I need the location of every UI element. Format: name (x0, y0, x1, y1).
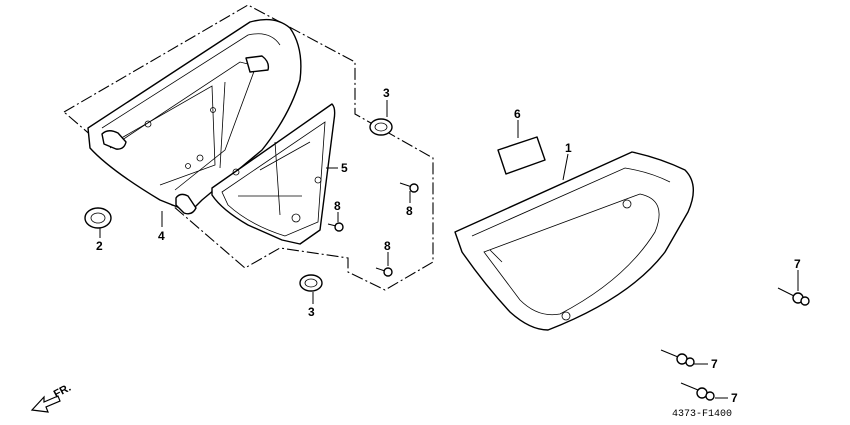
screw-part-8-upper (399, 182, 419, 193)
callout-8-lower: 8 (384, 239, 391, 253)
grommet-part-3-upper (369, 118, 393, 136)
screw-part-8-lower (375, 267, 393, 277)
callout-8-middle: 8 (334, 199, 341, 213)
leader-line-1 (562, 153, 569, 181)
bolt-part-7-right (777, 287, 810, 306)
bolt-part-7-lower (680, 382, 715, 401)
callout-2: 2 (96, 239, 103, 253)
callout-7-right: 7 (794, 257, 801, 271)
front-direction-arrow-icon (30, 395, 61, 413)
grommet-part-2 (84, 207, 112, 229)
callout-3-lower: 3 (308, 305, 315, 319)
callout-8-upper: 8 (406, 204, 413, 218)
left-side-cover-part (87, 18, 302, 215)
grommet-part-3-lower (299, 274, 323, 292)
emblem-part-6 (497, 136, 546, 175)
front-direction-label: FR. (52, 382, 73, 401)
drawing-code: 4373-F1400 (672, 409, 732, 420)
callout-7-middle: 7 (711, 357, 718, 371)
right-side-cover-part (454, 151, 694, 331)
inner-plate-part (211, 103, 336, 245)
screw-part-8-middle (327, 222, 344, 232)
assembly-group-outline (63, 4, 434, 291)
bolt-part-7-middle (660, 349, 695, 367)
callout-4: 4 (158, 229, 165, 243)
callout-1: 1 (565, 141, 572, 155)
callout-5: 5 (341, 161, 348, 175)
callout-7-lower: 7 (731, 391, 738, 405)
callout-3-upper: 3 (383, 86, 390, 100)
callout-6: 6 (514, 107, 521, 121)
